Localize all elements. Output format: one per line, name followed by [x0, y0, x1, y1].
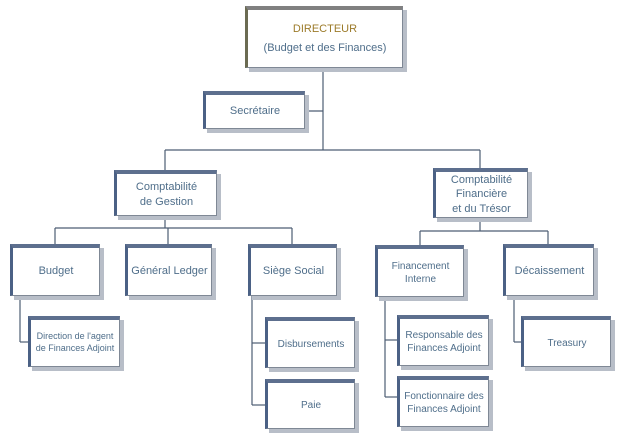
responsable-box: Responsable des Finances Adjoint [397, 315, 489, 366]
siege-social-box: Siège Social [248, 244, 337, 296]
paie-box: Paie [265, 379, 355, 429]
comptabilite-financiere-box: Comptabilité Financière et du Trésor [433, 168, 528, 218]
fonctionnaire-box: Fonctionnaire des Finances Adjoint [397, 376, 489, 427]
director-title: DIRECTEUR [292, 23, 358, 36]
secretaire-box: Secrétaire [203, 91, 305, 129]
comptabilite-gestion-box: Comptabilité de Gestion [114, 170, 217, 216]
budget-box: Budget [10, 244, 100, 296]
financement-interne-box: Financement Interne [375, 245, 464, 297]
direction-agent-box: Direction de l'agent de Finances Adjoint [28, 316, 120, 367]
general-ledger-box: Général Ledger [125, 244, 212, 296]
director-box: DIRECTEUR (Budget et des Finances) [245, 6, 403, 68]
decaissement-box: Décaissement [503, 244, 594, 296]
disbursements-box: Disbursements [265, 317, 355, 368]
treasury-box: Treasury [521, 316, 611, 367]
director-subtitle: (Budget et des Finances) [263, 41, 387, 54]
